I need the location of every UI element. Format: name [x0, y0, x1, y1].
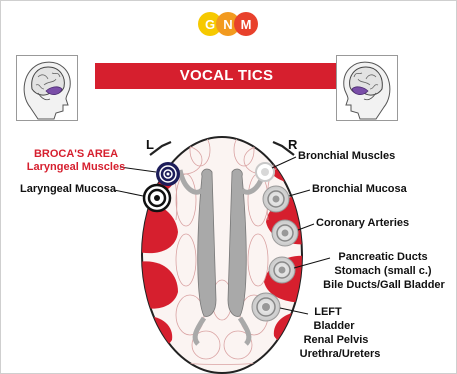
urethra-ureters-label: Urethra/Ureters	[290, 348, 390, 360]
coronary-arteries-label: Coronary Arteries	[316, 217, 409, 229]
laryngeal-muscles-target-icon	[156, 162, 180, 186]
coronary-arteries-target-icon	[272, 220, 298, 246]
left-side-marker: L	[146, 137, 154, 152]
laryngeal-mucosa-label: Laryngeal Mucosa	[20, 183, 116, 195]
bile-ducts-label: Bile Ducts/Gall Bladder	[318, 279, 450, 291]
left-word-label: LEFT	[308, 306, 348, 318]
bronchial-muscles-target-icon	[256, 163, 274, 181]
pancreatic-ducts-label: Pancreatic Ducts	[322, 251, 444, 263]
pancreatic-ducts-target-icon	[269, 257, 295, 283]
bladder-label: Bladder	[304, 320, 364, 332]
renal-pelvis-label: Renal Pelvis	[296, 334, 376, 346]
right-side-marker: R	[288, 137, 297, 152]
laryngeal-mucosa-target-icon	[144, 185, 170, 211]
bronchial-mucosa-label: Bronchial Mucosa	[312, 183, 407, 195]
broca-area-label: BROCA'S AREA	[28, 148, 124, 160]
laryngeal-muscles-label: Laryngeal Muscles	[18, 161, 134, 173]
bronchial-muscles-label: Bronchial Muscles	[298, 150, 395, 162]
bronchial-mucosa-target-icon	[263, 186, 289, 212]
stomach-label: Stomach (small c.)	[322, 265, 444, 277]
bladder-target-icon	[252, 293, 280, 321]
